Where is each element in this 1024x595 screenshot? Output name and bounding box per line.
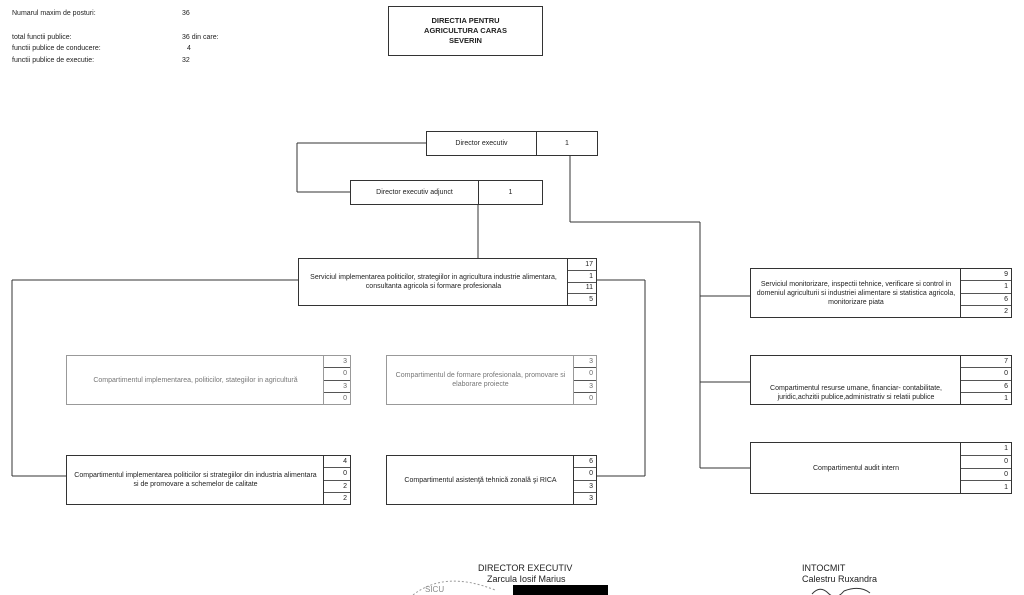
count-other: 3: [589, 494, 593, 502]
count-conducere: 1: [568, 271, 596, 283]
count-conducere: 0: [961, 368, 1011, 381]
count-total: 17: [568, 259, 596, 271]
comp-audit-box: Compartimentul audit intern 1 0 0 1: [750, 442, 1012, 494]
count-executie: 11: [568, 283, 596, 295]
official-stamp-icon: SICU: [412, 580, 496, 595]
director-signature-title: DIRECTOR EXECUTIV: [478, 563, 573, 573]
comp-resurse-counts: 7 0 6 1: [960, 356, 1011, 404]
serviciu-monitorizare-box: Serviciul monitorizare, inspectii tehnic…: [750, 268, 1012, 318]
count-conducere: 0: [574, 468, 596, 481]
handwritten-signature-icon: [811, 587, 871, 595]
count-other: 1: [1004, 394, 1008, 402]
comp-asistenta-counts: 6 0 3 3: [573, 456, 596, 504]
director-signature-name: Zarcula Iosif Marius: [487, 574, 566, 584]
comp-asistenta-label: Compartimentul asistenţă tehnică zonală …: [404, 476, 557, 484]
max-posts-label: Numarul maxim de posturi:: [12, 10, 96, 17]
serviciu-monitorizare-label: Serviciul monitorizare, inspectii tehnic…: [756, 280, 956, 306]
director-box: Director executiv 1: [426, 131, 598, 156]
comp-resurse-label: Compartimentul resurse umane, financiar-…: [770, 385, 942, 401]
count-total: 1: [961, 443, 1011, 456]
director-count: 1: [565, 140, 569, 147]
comp-industrie-label: Compartimentul implementarea politicilor…: [74, 472, 317, 488]
redaction-block: [513, 585, 608, 595]
count-executie: 2: [324, 481, 350, 493]
count-other: 0: [343, 394, 347, 402]
count-conducere: 1: [961, 281, 1011, 294]
comp-resurse-box: Compartimentul resurse umane, financiar-…: [750, 355, 1012, 405]
deputy-label: Director executiv adjunct: [351, 181, 479, 204]
serviciu-monitorizare-counts: 9 1 6 2: [960, 269, 1011, 317]
count-executie: 3: [324, 381, 350, 393]
prepared-name: Calestru Ruxandra: [802, 574, 878, 584]
comp-formare-box: Compartimentul de formare profesionala, …: [386, 355, 597, 405]
count-conducere: 0: [324, 368, 350, 381]
comp-audit-counts: 1 0 0 1: [960, 443, 1011, 493]
comp-audit-label: Compartimentul audit intern: [813, 464, 899, 472]
comp-formare-counts: 3 0 3 0: [573, 356, 596, 404]
conducere-label: functii publice de conducere:: [12, 45, 101, 52]
count-other: 2: [343, 494, 347, 502]
serviciu-implementare-box: Serviciul implementarea politicilor, str…: [298, 258, 597, 306]
count-other: 5: [589, 296, 593, 304]
comp-industrie-box: Compartimentul implementarea politicilor…: [66, 455, 351, 505]
comp-industrie-counts: 4 0 2 2: [323, 456, 350, 504]
max-posts-value: 36: [182, 10, 190, 17]
svg-text:SICU: SICU: [425, 585, 444, 594]
count-executie: 6: [961, 294, 1011, 306]
serviciu-implementare-label: Serviciul implementarea politicilor, str…: [310, 274, 557, 290]
count-conducere: 0: [961, 456, 1011, 469]
count-total: 4: [324, 456, 350, 469]
count-executie: 0: [961, 469, 1011, 482]
comp-politici-agricultura-box: Compartimentul implementarea, politicilo…: [66, 355, 351, 405]
count-other: 1: [1004, 483, 1008, 491]
count-other: 2: [1004, 307, 1008, 315]
executie-value: 32: [182, 57, 190, 64]
deputy-director-box: Director executiv adjunct 1: [350, 180, 543, 205]
total-functions-label: total functii publice:: [12, 34, 72, 41]
comp-politici-agricultura-counts: 3 0 3 0: [323, 356, 350, 404]
comp-asistenta-box: Compartimentul asistenţă tehnică zonală …: [386, 455, 597, 505]
count-total: 7: [961, 356, 1011, 369]
count-total: 3: [574, 356, 596, 369]
count-executie: 3: [574, 481, 596, 493]
prepared-title: INTOCMIT: [802, 563, 846, 573]
org-title: DIRECTIA PENTRU AGRICULTURA CARAS SEVERI…: [388, 6, 543, 56]
deputy-count: 1: [508, 189, 513, 196]
director-label: Director executiv: [427, 132, 537, 155]
count-total: 3: [324, 356, 350, 369]
comp-formare-label: Compartimentul de formare profesionala, …: [395, 372, 566, 388]
count-executie: 6: [961, 381, 1011, 393]
executie-label: functii publice de executie:: [12, 57, 95, 64]
count-conducere: 0: [574, 368, 596, 381]
serviciu-implementare-counts: 17 1 11 5: [567, 259, 596, 305]
count-conducere: 0: [324, 468, 350, 481]
conducere-value: 4: [187, 45, 191, 52]
comp-politici-agricultura-label: Compartimentul implementarea, politicilo…: [93, 376, 298, 384]
count-executie: 3: [574, 381, 596, 393]
total-functions-value: 36 din care:: [182, 34, 219, 41]
count-total: 6: [574, 456, 596, 469]
count-other: 0: [589, 394, 593, 402]
org-title-text: DIRECTIA PENTRU AGRICULTURA CARAS SEVERI…: [424, 16, 507, 45]
count-total: 9: [961, 269, 1011, 282]
